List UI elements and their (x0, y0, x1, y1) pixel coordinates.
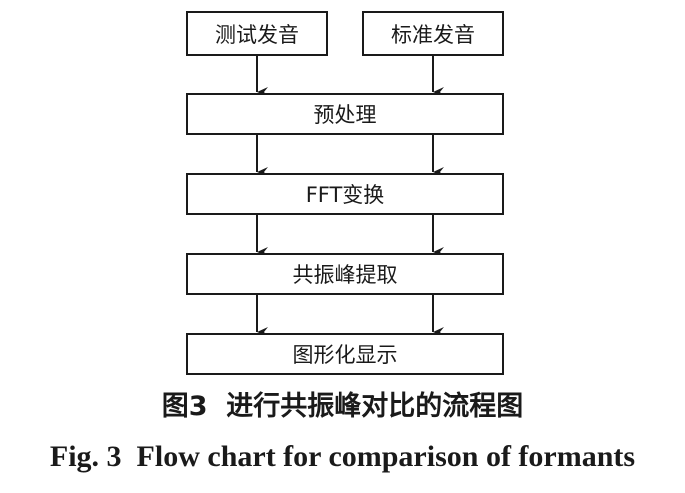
flow-arrows (256, 56, 444, 337)
figure-caption-chinese: 图3 进行共振峰对比的流程图 (161, 391, 524, 422)
formant-extraction-box: 共振峰提取 (186, 253, 504, 295)
test-sound-box: 测试发音 (186, 11, 328, 56)
figure-caption-english: Fig. 3 Flow chart for comparison of form… (49, 440, 636, 473)
fft-box: FFT变换 (186, 173, 504, 215)
standard-sound-box: 标准发音 (362, 11, 504, 56)
graphical-display-box: 图形化显示 (186, 333, 504, 375)
preprocess-box: 预处理 (186, 93, 504, 135)
